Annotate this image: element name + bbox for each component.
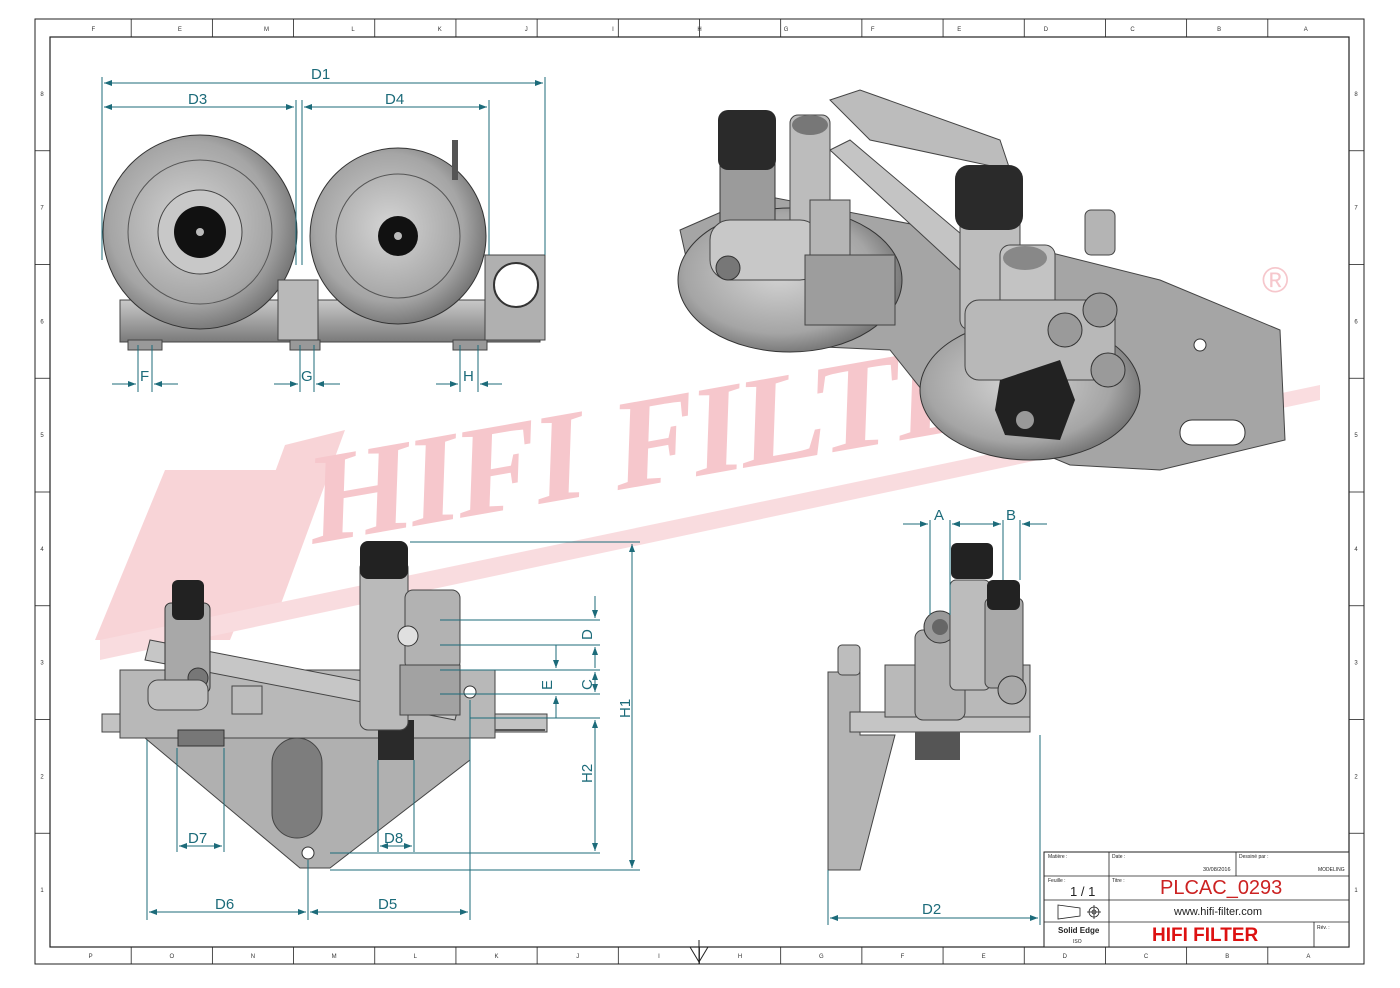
- dimension-labels: D1 D3 D4 F G H A B D C E H1 H2 D7 D8 D6 …: [140, 66, 1016, 918]
- zone-label-bottom: B: [1225, 954, 1229, 960]
- zone-label-top: E: [178, 27, 182, 33]
- zone-label-right: 1: [1354, 888, 1358, 894]
- zone-label-top: F: [871, 27, 875, 33]
- dim-d3: D3: [188, 91, 207, 108]
- dim-d6: D6: [215, 896, 234, 913]
- projection-marker: [689, 940, 709, 964]
- zone-label-bottom: M: [332, 954, 337, 960]
- dim-d1: D1: [311, 66, 330, 83]
- zone-ticks: [35, 19, 1364, 964]
- dim-d4: D4: [385, 91, 404, 108]
- dim-b: B: [1006, 507, 1016, 524]
- zone-label-left: 1: [40, 888, 44, 894]
- zone-label-bottom: C: [1144, 954, 1149, 960]
- zone-label-top: G: [784, 27, 789, 33]
- zone-label-top: H: [697, 27, 701, 33]
- zone-label-top: E: [957, 27, 961, 33]
- zone-label-bottom: D: [1063, 954, 1068, 960]
- zone-label-bottom: K: [495, 954, 499, 960]
- software-name: Solid Edge: [1058, 926, 1100, 935]
- front-view: [101, 541, 548, 869]
- zone-label-top: L: [351, 27, 355, 33]
- zone-label-bottom: G: [819, 954, 824, 960]
- isometric-view: [677, 89, 1286, 471]
- matiere-label: Matière :: [1048, 854, 1067, 860]
- zone-label-top: I: [612, 27, 614, 33]
- zone-label-left: 3: [40, 661, 44, 667]
- zone-label-top: M: [264, 27, 269, 33]
- company-name: HIFI FILTER: [1152, 925, 1259, 946]
- zone-label-top: F: [91, 27, 95, 33]
- zone-label-right: 2: [1354, 774, 1358, 780]
- zone-label-right: 6: [1354, 319, 1358, 325]
- dessine-value: MODELING: [1318, 867, 1345, 873]
- zone-label-right: 5: [1354, 433, 1358, 439]
- zone-label-top: K: [438, 27, 442, 33]
- watermark-registered: ®: [1262, 259, 1289, 300]
- zone-label-left: 8: [40, 92, 44, 98]
- zone-label-bottom: I: [658, 954, 660, 960]
- zone-label-right: 8: [1354, 92, 1358, 98]
- zone-label-bottom: L: [414, 954, 418, 960]
- zone-labels: P O N M L K J I H G F E D C B A F E M L K J I H G F E D C B A 8 8 7 7 6 6 5 5 4…: [40, 27, 1358, 960]
- dim-a: A: [934, 507, 944, 524]
- dim-c: C: [579, 679, 596, 690]
- title-block: Matière : Date : 30/08/2016 Dessiné par …: [1043, 851, 1350, 948]
- titre-label: Titre :: [1112, 878, 1125, 884]
- zone-label-left: 2: [40, 774, 44, 780]
- dim-f: F: [140, 368, 149, 385]
- zone-label-left: 6: [40, 319, 44, 325]
- top-view: [102, 134, 546, 351]
- projection-symbol-icon: [1057, 904, 1101, 920]
- zone-label-bottom: A: [1306, 954, 1310, 960]
- zone-label-bottom: O: [169, 954, 174, 960]
- date-label: Date :: [1112, 854, 1125, 860]
- dessine-label: Dessiné par :: [1239, 854, 1268, 860]
- dimension-lines: [101, 77, 1047, 925]
- zone-label-bottom: F: [901, 954, 905, 960]
- zone-label-right: 3: [1354, 661, 1358, 667]
- dim-d7: D7: [188, 830, 207, 847]
- zone-label-right: 7: [1354, 206, 1358, 212]
- zone-label-bottom: N: [251, 954, 255, 960]
- dim-e: E: [539, 680, 556, 690]
- zone-label-top: D: [1044, 27, 1049, 33]
- dim-h1: H1: [617, 699, 634, 718]
- rev-label: Rév. :: [1317, 925, 1330, 931]
- feuille-value: 1 / 1: [1070, 884, 1095, 899]
- side-view: [827, 543, 1031, 871]
- dim-d2: D2: [922, 901, 941, 918]
- dim-d8: D8: [384, 830, 403, 847]
- zone-label-top: J: [525, 27, 528, 33]
- zone-label-bottom: P: [89, 954, 93, 960]
- part-number: PLCAC_0293: [1160, 877, 1282, 899]
- zone-label-bottom: H: [738, 954, 742, 960]
- zone-label-top: C: [1130, 27, 1135, 33]
- dim-d: D: [579, 629, 596, 640]
- zone-label-bottom: E: [982, 954, 986, 960]
- website: www.hifi-filter.com: [1173, 906, 1262, 918]
- feuille-label: Feuille :: [1048, 878, 1066, 884]
- zone-label-right: 4: [1354, 547, 1358, 553]
- dim-h: H: [463, 368, 474, 385]
- zone-label-left: 4: [40, 547, 44, 553]
- date-value: 30/08/2016: [1203, 867, 1231, 873]
- zone-label-left: 7: [40, 206, 44, 212]
- software-sub: ISO: [1073, 939, 1082, 945]
- dim-d5: D5: [378, 896, 397, 913]
- dim-h2: H2: [579, 764, 596, 783]
- zone-label-top: B: [1217, 27, 1221, 33]
- zone-label-left: 5: [40, 433, 44, 439]
- zone-label-top: A: [1304, 27, 1308, 33]
- dim-g: G: [301, 368, 313, 385]
- zone-label-bottom: J: [576, 954, 579, 960]
